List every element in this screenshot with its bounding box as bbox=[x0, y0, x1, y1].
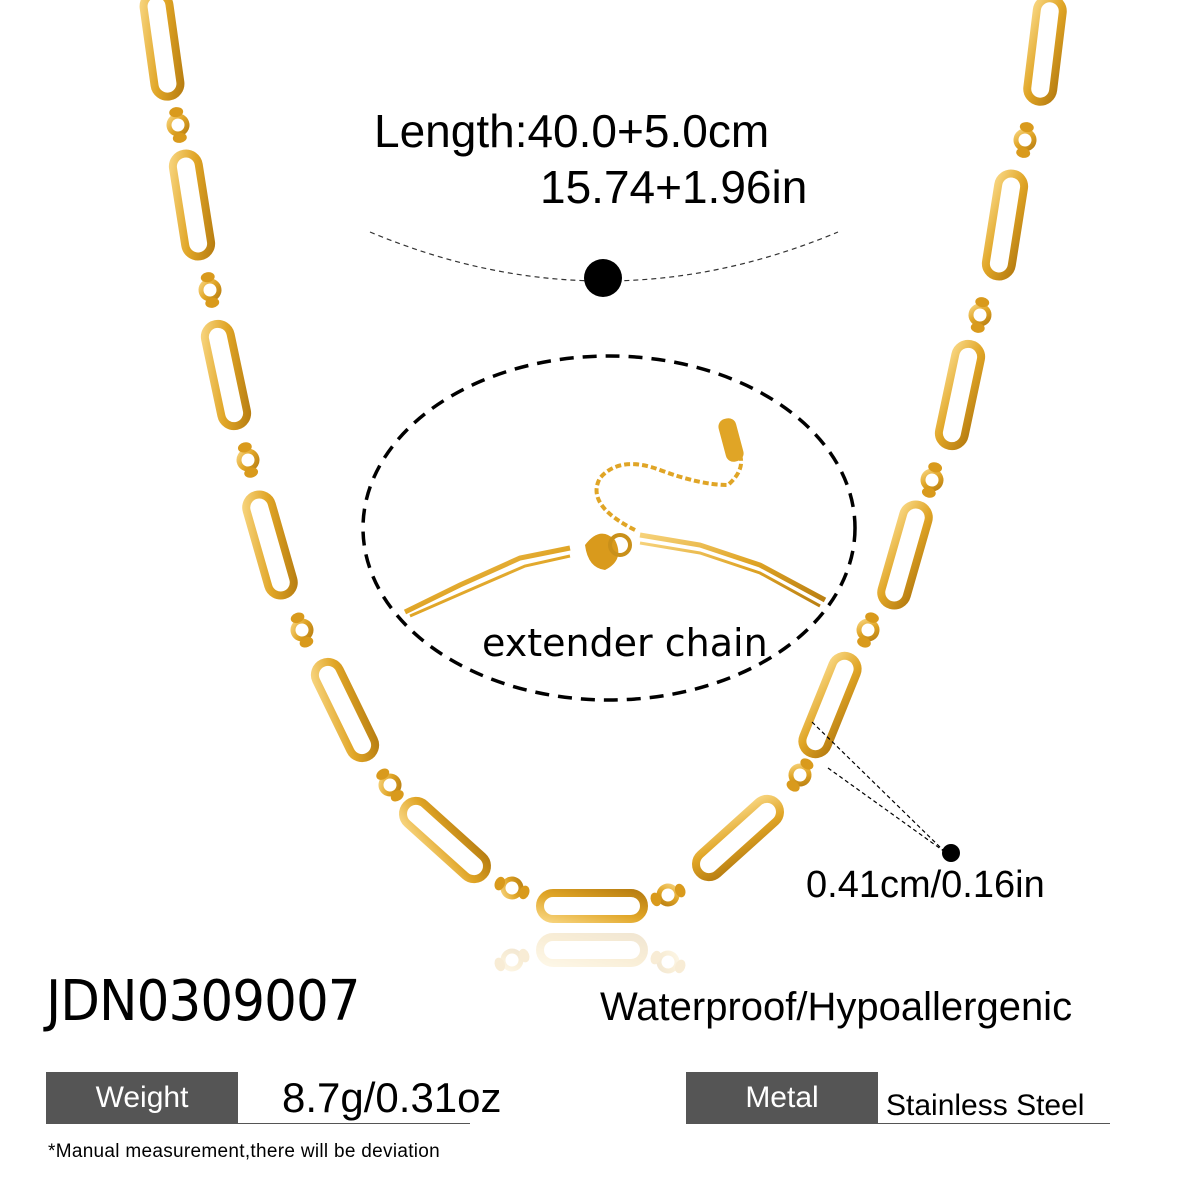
extender-chain-illustration bbox=[403, 418, 827, 618]
product-feature: Waterproof/Hypoallergenic bbox=[600, 985, 1073, 1029]
weight-divider bbox=[46, 1123, 470, 1124]
length-metric: Length:40.0+5.0cm bbox=[374, 105, 770, 157]
weight-value: 8.7g/0.31oz bbox=[282, 1074, 502, 1121]
metal-divider bbox=[686, 1123, 1110, 1124]
chain-reflection bbox=[492, 937, 688, 977]
length-imperial: 15.74+1.96in bbox=[540, 161, 808, 213]
metal-value: Stainless Steel bbox=[886, 1089, 1085, 1122]
weight-label-tag: Weight bbox=[46, 1072, 238, 1124]
metal-label-tag: Metal bbox=[686, 1072, 878, 1124]
measurement-note: *Manual measurement,there will be deviat… bbox=[48, 1141, 441, 1162]
extender-chain-label: extender chain bbox=[482, 621, 768, 665]
product-sku: JDN0309007 bbox=[46, 969, 361, 1034]
link-width-label: 0.41cm/0.16in bbox=[806, 864, 1045, 906]
